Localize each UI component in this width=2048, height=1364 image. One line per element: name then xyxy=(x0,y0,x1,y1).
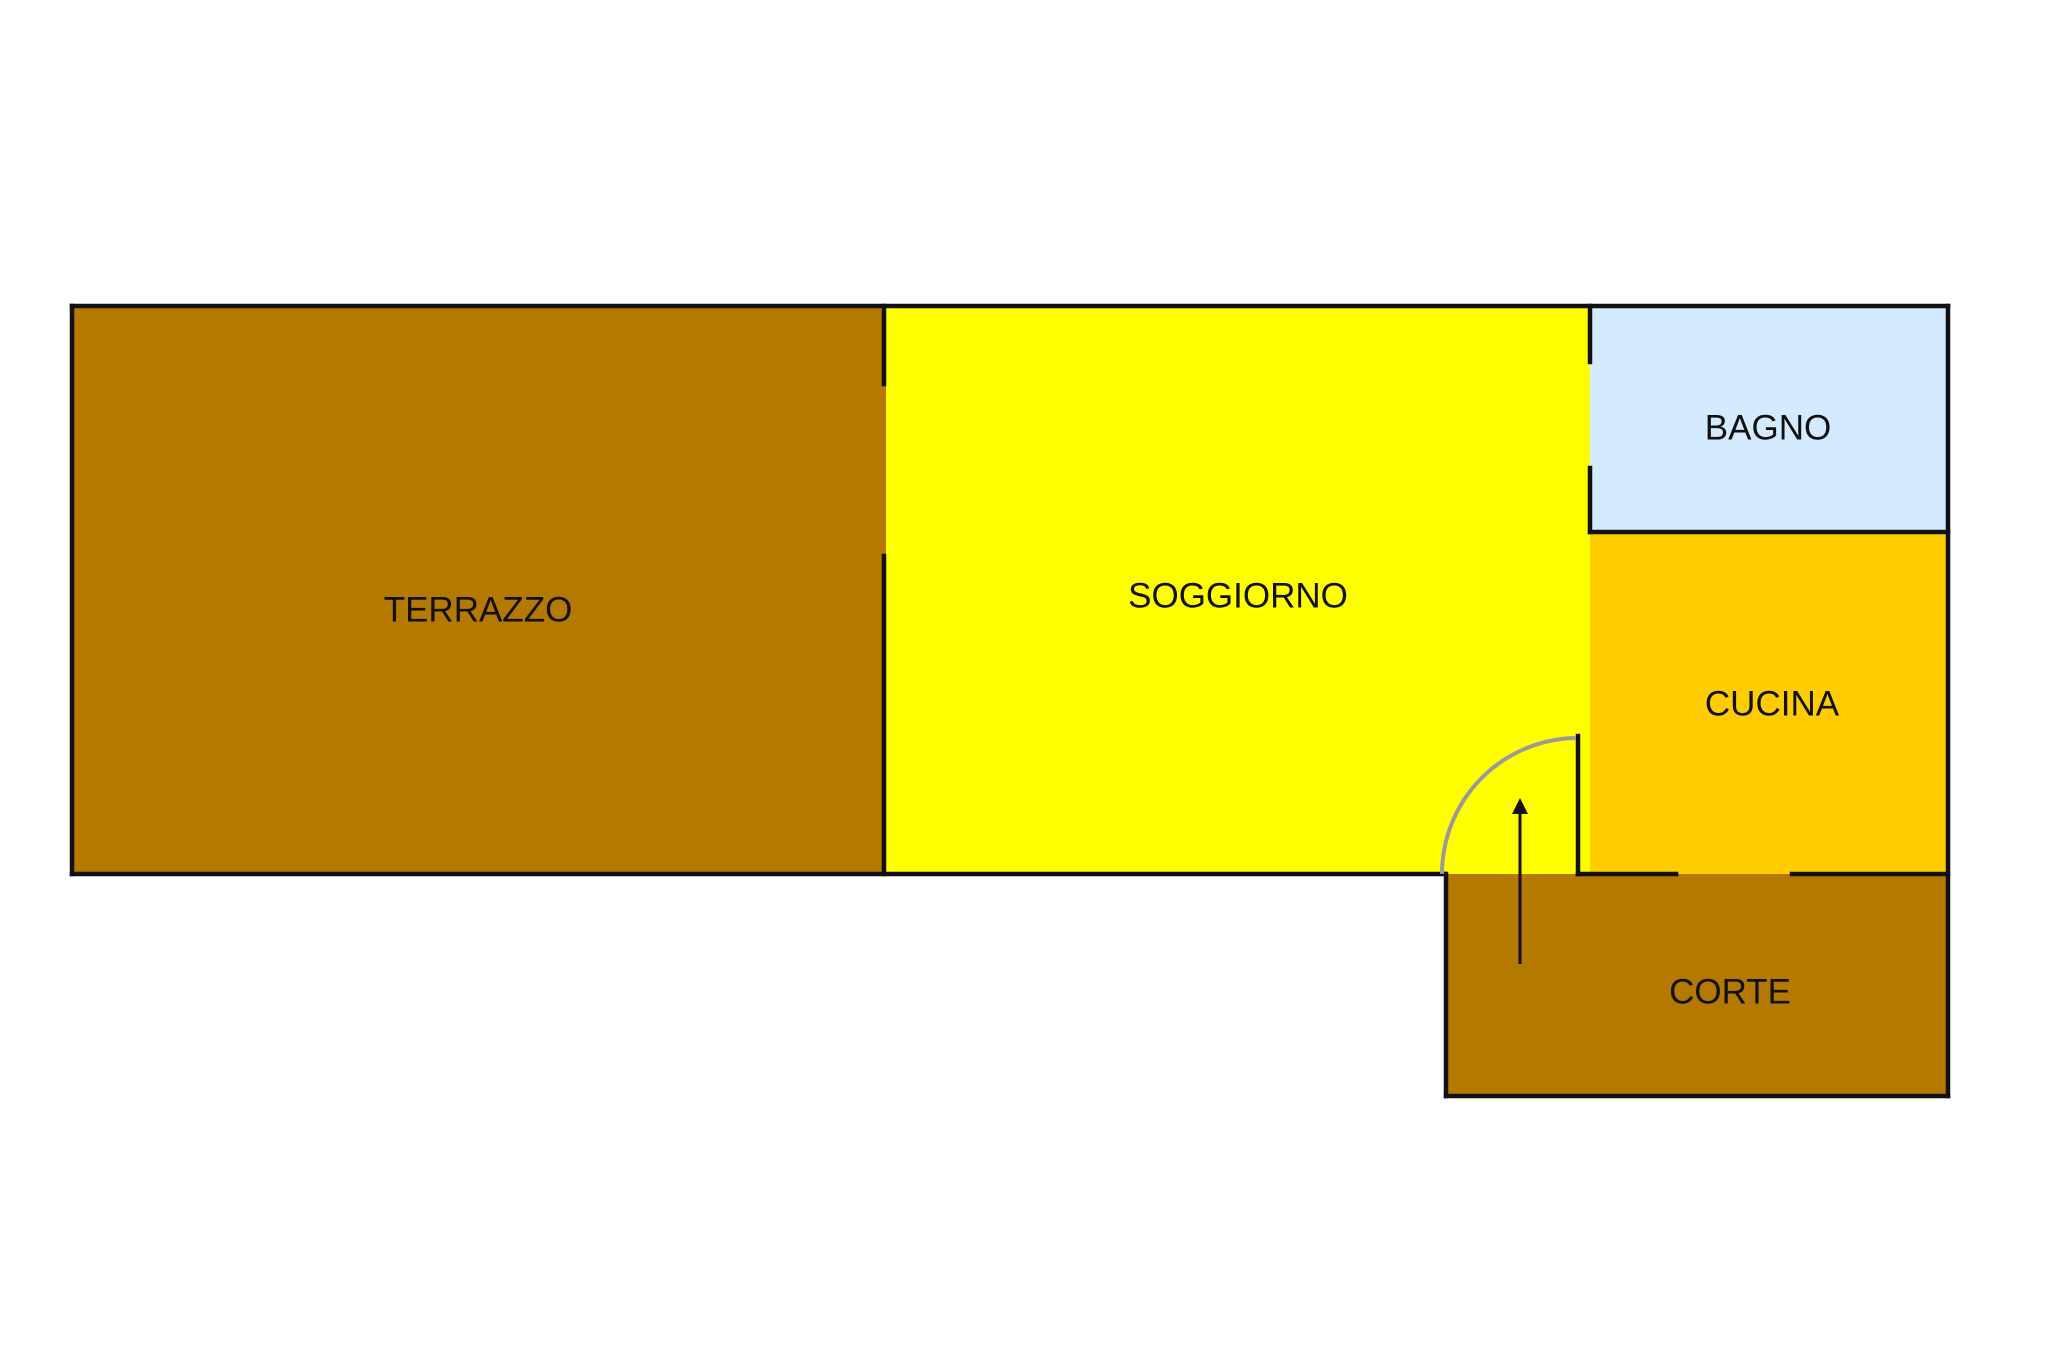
label-cucina: CUCINA xyxy=(1705,684,1840,723)
walls xyxy=(69,303,1951,1099)
room-cucina xyxy=(1590,532,1948,874)
room-terrazzo xyxy=(72,306,886,874)
up-arrow-icon xyxy=(1512,798,1528,964)
room-corte xyxy=(1448,874,1948,1096)
door-swing-icon xyxy=(1440,736,1577,875)
label-soggiorno: SOGGIORNO xyxy=(1128,576,1348,615)
label-bagno: BAGNO xyxy=(1705,408,1831,447)
room-soggiorno xyxy=(886,306,1590,874)
room-bagno xyxy=(1590,306,1948,532)
label-corte: CORTE xyxy=(1669,972,1791,1011)
label-terrazzo: TERRAZZO xyxy=(384,590,573,629)
